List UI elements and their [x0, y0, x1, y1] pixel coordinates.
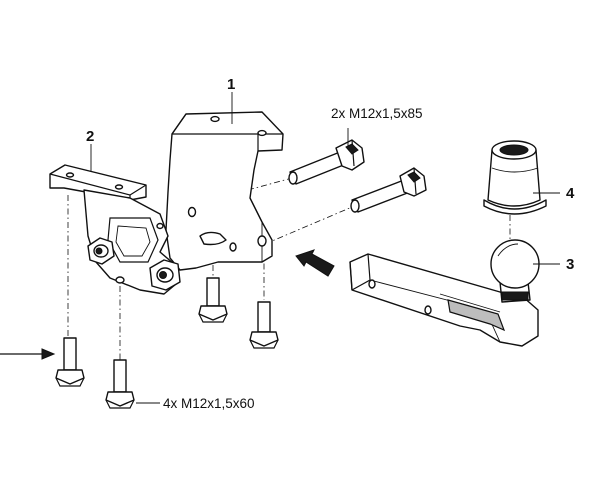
leader-lines — [90, 92, 560, 404]
callout-1: 1 — [227, 76, 235, 93]
bracket-part-1 — [165, 111, 284, 271]
mount-direction-arrow — [0, 348, 56, 360]
short-bolt-1 — [55, 337, 85, 387]
long-bolt-label: 2x M12x1,5x85 — [331, 106, 423, 121]
short-bolt-label: 4x M12x1,5x60 — [163, 396, 255, 411]
insert-direction-arrow — [295, 249, 335, 277]
long-bolt-upper — [288, 139, 365, 185]
short-bolt-4 — [249, 301, 279, 349]
flange-nut-right — [149, 259, 181, 291]
short-bolt-2 — [105, 359, 135, 409]
short-bolt-3 — [198, 277, 228, 323]
towbar-part-3 — [349, 239, 540, 347]
long-bolt-lower — [350, 167, 427, 213]
flange-nut-left — [87, 237, 115, 265]
ball-cap-part-4 — [483, 140, 547, 215]
callout-2: 2 — [86, 128, 94, 145]
callout-3: 3 — [566, 256, 574, 273]
callout-4: 4 — [566, 185, 575, 202]
